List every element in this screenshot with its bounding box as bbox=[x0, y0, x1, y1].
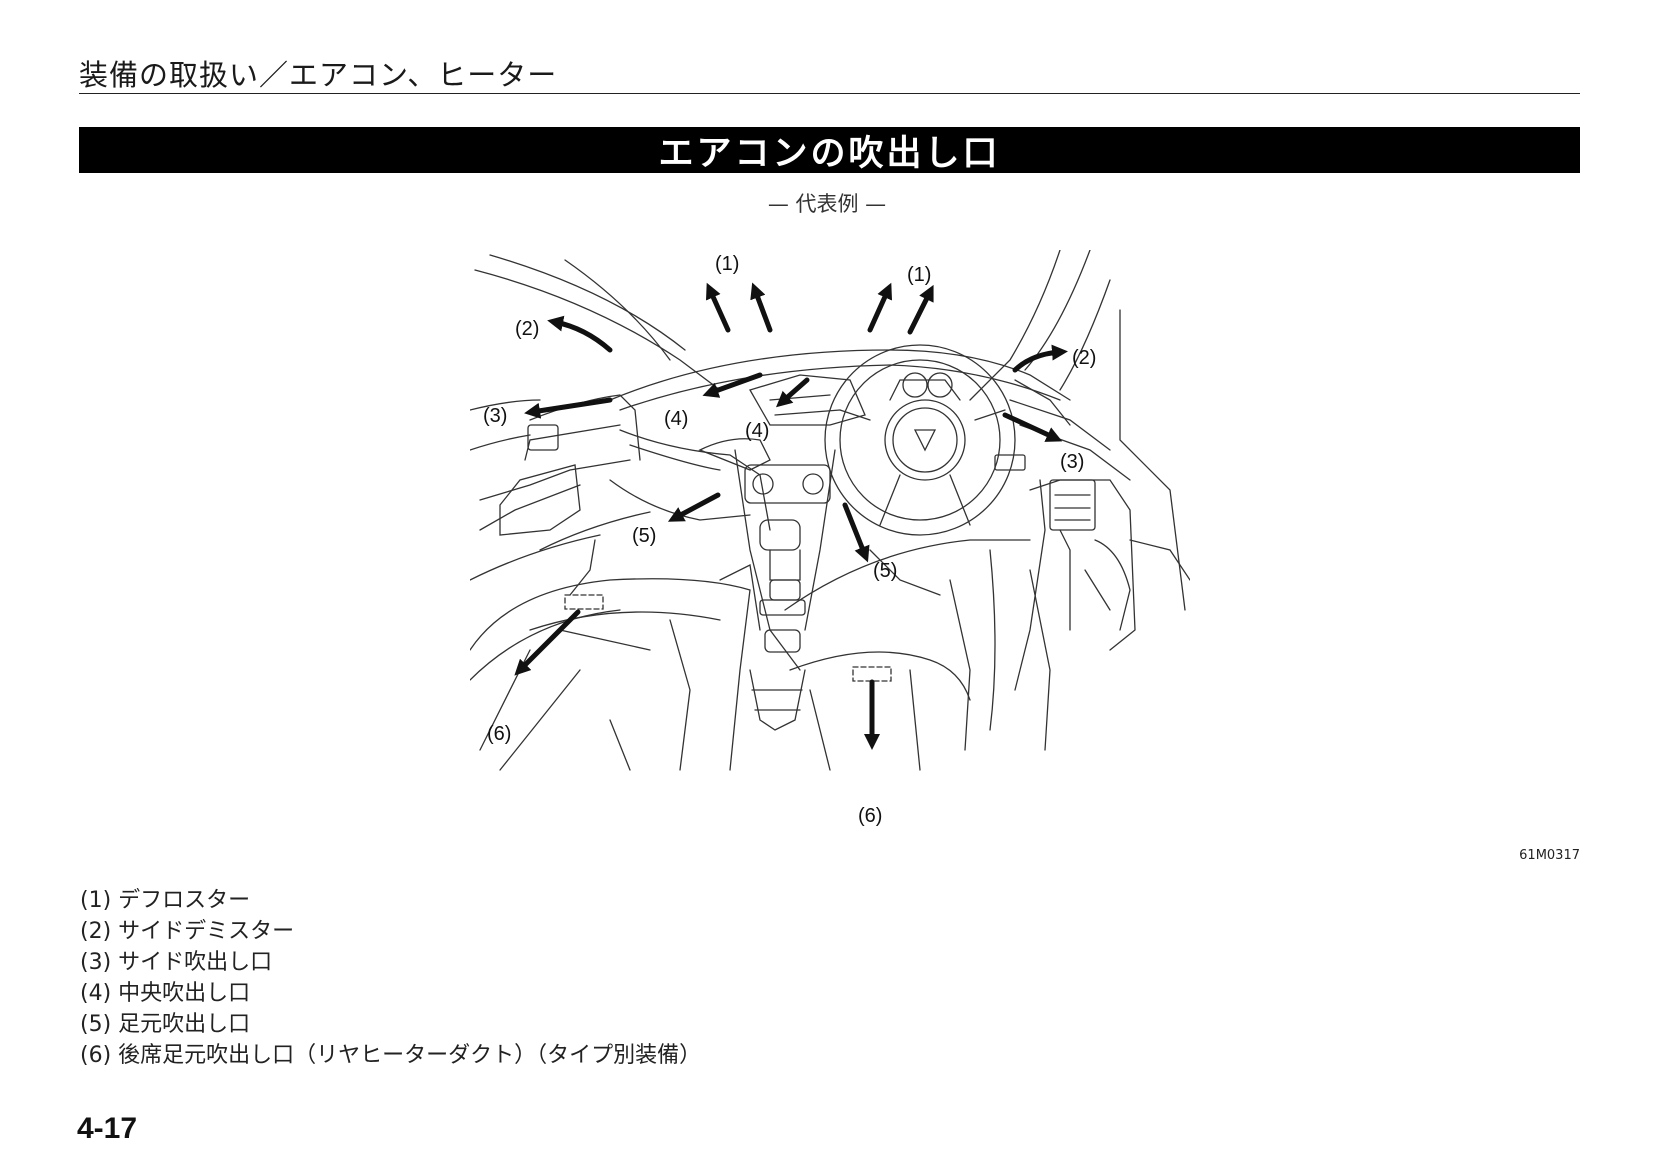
section-header: 装備の取扱い／エアコン、ヒーター bbox=[79, 58, 558, 92]
callout-4b: (4) bbox=[745, 420, 769, 442]
legend-item: (4) 中央吹出し口 bbox=[80, 981, 251, 1006]
arrow-2a bbox=[547, 315, 613, 353]
callout-3b: (3) bbox=[1060, 451, 1084, 473]
legend-item: (2) サイドデミスター bbox=[80, 919, 295, 944]
legend-item: (1) デフロスター bbox=[80, 888, 251, 913]
arrow-4b bbox=[775, 377, 810, 408]
legend-item: (3) サイド吹出し口 bbox=[80, 950, 273, 975]
arrow-3a bbox=[524, 397, 613, 419]
legend-item: (5) 足元吹出し口 bbox=[80, 1012, 251, 1037]
callout-6a: (6) bbox=[487, 723, 511, 745]
callout-5b: (5) bbox=[873, 560, 897, 582]
callout-5a: (5) bbox=[632, 525, 656, 547]
figure-subtitle: — 代表例 — bbox=[767, 192, 887, 216]
airflow-arrows bbox=[514, 282, 1068, 751]
page-number: 4-17 bbox=[77, 1112, 138, 1145]
callout-labels: (1) (1) (2) (2) (3) (3) (4) (4) (5) (5) … bbox=[483, 253, 1096, 827]
arrow-3b bbox=[1002, 412, 1063, 442]
arrow-1a bbox=[705, 282, 731, 333]
car-interior-lineart bbox=[470, 250, 1190, 771]
callout-1b: (1) bbox=[907, 264, 931, 286]
callout-2b: (2) bbox=[1072, 347, 1096, 369]
arrow-1b bbox=[750, 282, 773, 333]
arrow-2b bbox=[1012, 344, 1068, 373]
arrow-1c bbox=[867, 282, 893, 333]
arrow-5b bbox=[842, 502, 870, 563]
arrow-1d bbox=[907, 284, 934, 335]
callout-4a: (4) bbox=[664, 408, 688, 430]
callout-6b: (6) bbox=[858, 805, 882, 827]
page-title: エアコンの吹出し口 bbox=[658, 133, 1001, 174]
figure-code: 61M0317 bbox=[1519, 848, 1580, 863]
arrow-5a bbox=[667, 492, 721, 522]
outlet-legend: (1) デフロスター (2) サイドデミスター (3) サイド吹出し口 (4) … bbox=[80, 885, 701, 1071]
arrow-6a bbox=[514, 609, 581, 676]
title-bar: エアコンの吹出し口 bbox=[79, 127, 1580, 174]
callout-3a: (3) bbox=[483, 405, 507, 427]
dashboard-illustration: (1) (1) (2) (2) (3) (3) (4) (4) (5) (5) … bbox=[470, 250, 1190, 827]
arrow-4a bbox=[702, 372, 763, 398]
legend-item: (6) 後席足元吹出し口（リヤヒーターダクト）（タイプ別装備） bbox=[80, 1043, 702, 1068]
header-divider bbox=[79, 93, 1580, 94]
callout-2a: (2) bbox=[515, 318, 539, 340]
callout-1a: (1) bbox=[715, 253, 739, 275]
